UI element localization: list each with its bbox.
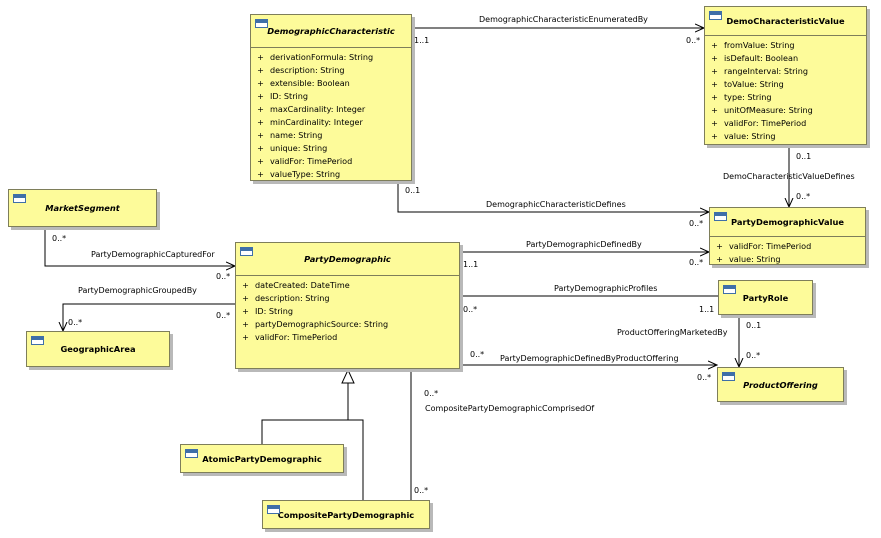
association-name: PartyDemographicCapturedFor xyxy=(91,250,215,259)
multiplicity-label: 0..* xyxy=(686,36,701,45)
class-composite-party-demographic[interactable]: CompositePartyDemographic xyxy=(262,500,430,529)
class-icon xyxy=(709,11,722,20)
attribute-row[interactable]: +name: String xyxy=(257,130,323,140)
association-name: CompositePartyDemographicComprisedOf xyxy=(425,404,595,413)
class-demographic-characteristic[interactable]: DemographicCharacteristic +derivationFor… xyxy=(250,14,412,181)
attribute-row[interactable]: +value: String xyxy=(711,131,776,141)
multiplicity-label: 0..* xyxy=(68,318,83,327)
class-name: ProductOffering xyxy=(743,379,818,390)
attribute-row[interactable]: +fromValue: String xyxy=(711,40,795,50)
attribute-row[interactable]: +toValue: String xyxy=(711,79,784,89)
multiplicity-label: 1..1 xyxy=(463,260,479,269)
multiplicity-label: 0..* xyxy=(689,258,704,267)
class-name: DemographicCharacteristic xyxy=(267,26,395,36)
attribute-row[interactable]: +partyDemographicSource: String xyxy=(242,319,389,329)
class-geographic-area[interactable]: GeographicArea xyxy=(26,331,170,367)
attribute-row[interactable]: +type: String xyxy=(711,92,772,102)
association-name: DemographicCharacteristicEnumeratedBy xyxy=(479,15,648,24)
attribute-row[interactable]: +description: String xyxy=(257,65,345,75)
class-icon xyxy=(185,449,198,458)
class-icon xyxy=(267,505,280,514)
attribute-row[interactable]: +validFor: TimePeriod xyxy=(242,332,338,342)
attribute-row[interactable]: +derivationFormula: String xyxy=(257,52,374,62)
generalization-tree xyxy=(261,368,364,500)
attribute-row[interactable]: +minCardinality: Integer xyxy=(257,117,363,127)
class-icon xyxy=(255,19,268,28)
class-name: DemoCharacteristicValue xyxy=(726,16,845,26)
class-product-offering[interactable]: ProductOffering xyxy=(717,367,844,402)
attribute-row[interactable]: +dateCreated: DateTime xyxy=(242,280,350,290)
attribute-row[interactable]: +rangeInterval: String xyxy=(711,66,808,76)
multiplicity-label: 1..1 xyxy=(414,36,430,45)
association-name: ProductOfferingMarketedBy xyxy=(617,328,728,337)
attribute-row[interactable]: +extensible: Boolean xyxy=(257,78,350,88)
class-name: PartyDemographic xyxy=(304,254,391,264)
class-icon xyxy=(714,212,727,221)
multiplicity-label: 0..* xyxy=(424,389,439,398)
attribute-row[interactable]: +valueType: String xyxy=(257,169,341,179)
class-name: PartyRole xyxy=(742,292,789,303)
class-market-segment[interactable]: MarketSegment xyxy=(8,189,157,227)
multiplicity-label: 0..* xyxy=(216,311,231,320)
multiplicity-label: 0..* xyxy=(414,486,429,495)
association-name: PartyDemographicDefinedByProductOffering xyxy=(500,354,679,363)
class-icon xyxy=(31,336,44,345)
attribute-row[interactable]: +ID: String xyxy=(242,306,294,316)
attribute-row[interactable]: +ID: String xyxy=(257,91,309,101)
multiplicity-label: 0..* xyxy=(697,373,712,382)
multiplicity-label: 0..1 xyxy=(796,152,812,161)
multiplicity-label: 0..* xyxy=(463,305,478,314)
class-icon xyxy=(240,247,253,256)
link-grouped-by[interactable] xyxy=(63,304,235,331)
class-atomic-party-demographic[interactable]: AtomicPartyDemographic xyxy=(180,444,344,473)
attribute-row[interactable]: +validFor: TimePeriod xyxy=(711,118,807,128)
class-icon xyxy=(722,372,735,381)
multiplicity-label: 0..* xyxy=(216,272,231,281)
class-party-demographic[interactable]: PartyDemographic +dateCreated: DateTime … xyxy=(235,242,460,369)
multiplicity-label: 0..* xyxy=(746,351,761,360)
class-name: PartyDemographicValue xyxy=(731,217,844,227)
attribute-row[interactable]: +validFor: TimePeriod xyxy=(716,241,812,251)
attribute-row[interactable]: +validFor: TimePeriod xyxy=(257,156,353,166)
attribute-row[interactable]: +unitOfMeasure: String xyxy=(711,105,813,115)
association-name: PartyDemographicDefinedBy xyxy=(526,240,642,249)
association-name: PartyDemographicGroupedBy xyxy=(78,286,197,295)
class-demo-characteristic-value[interactable]: DemoCharacteristicValue +fromValue: Stri… xyxy=(704,6,867,145)
multiplicity-label: 0..1 xyxy=(746,321,762,330)
class-name: AtomicPartyDemographic xyxy=(202,453,322,464)
association-name: DemographicCharacteristicDefines xyxy=(486,200,626,209)
attribute-row[interactable]: +maxCardinality: Integer xyxy=(257,104,366,114)
class-party-role[interactable]: PartyRole xyxy=(718,280,813,315)
multiplicity-label: 0..1 xyxy=(405,186,421,195)
multiplicity-label: 1..1 xyxy=(699,305,715,314)
class-name: CompositePartyDemographic xyxy=(277,509,415,520)
multiplicity-label: 0..* xyxy=(689,219,704,228)
link-captured-for[interactable] xyxy=(45,227,235,266)
attribute-row[interactable]: +description: String xyxy=(242,293,330,303)
multiplicity-label: 0..* xyxy=(796,192,811,201)
attribute-row[interactable]: +isDefault: Boolean xyxy=(711,53,799,63)
association-name: PartyDemographicProfiles xyxy=(554,284,658,293)
class-party-demographic-value[interactable]: PartyDemographicValue +validFor: TimePer… xyxy=(709,207,866,265)
association-name: DemoCharacteristicValueDefines xyxy=(723,172,855,181)
multiplicity-label: 0..* xyxy=(470,350,485,359)
class-icon xyxy=(723,285,736,294)
class-name: GeographicArea xyxy=(60,344,136,354)
multiplicity-label: 0..* xyxy=(52,234,67,243)
attribute-row[interactable]: +unique: String xyxy=(257,143,328,153)
class-name: MarketSegment xyxy=(45,203,120,213)
attribute-row[interactable]: +value: String xyxy=(716,254,781,264)
class-icon xyxy=(13,194,26,203)
